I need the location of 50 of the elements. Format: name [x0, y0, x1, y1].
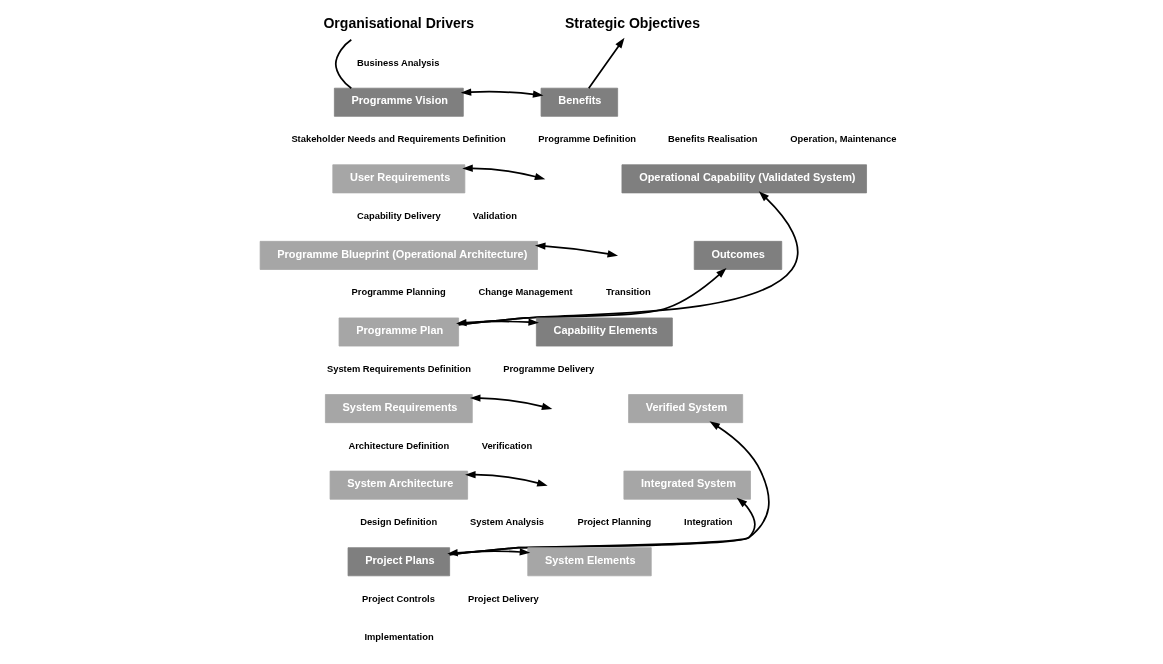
- node-box: Project Plans: [347, 547, 450, 577]
- node-box: Programme Vision: [333, 87, 464, 117]
- arrow: [457, 267, 727, 326]
- label: Validation: [472, 210, 517, 221]
- label: System Analysis: [469, 517, 545, 528]
- label: Change Management: [478, 287, 573, 298]
- label: Programme Definition: [538, 134, 637, 145]
- node-text: Strategic Objectives: [564, 15, 700, 32]
- label: Integration: [684, 517, 733, 528]
- arrow: [448, 497, 756, 556]
- node-box: Verified System: [628, 394, 744, 424]
- node-box: Programme Plan: [338, 317, 459, 347]
- node-box: Operational Capability (Validated System): [621, 164, 867, 194]
- label: Programme Delivery: [503, 363, 595, 374]
- arrow: [534, 242, 619, 258]
- arrow: [587, 37, 625, 90]
- arrow: [469, 394, 553, 410]
- label: Business Analysis: [357, 57, 440, 68]
- node-box: Benefits: [540, 87, 619, 117]
- label: Project Planning: [577, 517, 652, 528]
- label: Project Controls: [362, 593, 435, 604]
- label: Operation, Maintenance: [790, 134, 897, 145]
- arrow: [465, 470, 548, 487]
- label: Programme Planning: [351, 287, 446, 298]
- arrow: [460, 88, 544, 98]
- node-box: Outcomes: [693, 240, 783, 270]
- label: Project Delivery: [467, 593, 539, 604]
- node-box: Programme Blueprint (Operational Architecture): [259, 240, 538, 270]
- arrow: [447, 548, 531, 557]
- connector: [334, 38, 353, 90]
- node-box: Integrated System: [623, 470, 751, 500]
- label: Design Definition: [360, 517, 438, 528]
- node-box: Capability Elements: [536, 317, 673, 347]
- label: System Requirements Definition: [326, 363, 471, 374]
- node-box: System Architecture: [329, 470, 468, 500]
- label: Transition: [605, 287, 651, 298]
- node-box: System Requirements: [325, 394, 473, 424]
- node-box: System Elements: [527, 547, 652, 577]
- label: Stakeholder Needs and Requirements Definition: [291, 134, 506, 145]
- label: Capability Delivery: [357, 210, 441, 221]
- arrow: [457, 191, 799, 326]
- node-text: Organisational Drivers: [323, 15, 475, 32]
- label: Verification: [481, 440, 533, 451]
- label: Benefits Realisation: [668, 134, 758, 145]
- label: Architecture Definition: [348, 440, 450, 451]
- arrow: [462, 164, 546, 181]
- label: Implementation: [364, 631, 434, 642]
- arrow: [448, 421, 770, 556]
- arrow: [456, 318, 539, 327]
- node-box: User Requirements: [332, 164, 466, 194]
